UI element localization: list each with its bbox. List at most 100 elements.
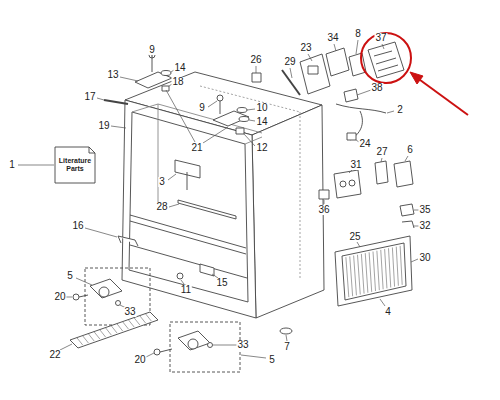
highlight-callout <box>416 77 468 115</box>
callout-number: 11 <box>180 285 192 295</box>
control-parts <box>282 42 404 102</box>
valve-parts <box>402 221 414 228</box>
grille-fins <box>354 256 357 296</box>
highlight-callout <box>410 72 423 84</box>
callout-number: 31 <box>349 160 362 170</box>
leader-lines <box>382 44 384 49</box>
leader-lines <box>18 40 419 358</box>
callout-number: 25 <box>348 232 361 242</box>
screw <box>177 273 183 279</box>
callout-number: 34 <box>326 33 339 43</box>
callout-number: 14 <box>255 117 268 127</box>
evaporator-cover <box>187 172 188 190</box>
callout-number: 30 <box>418 253 431 263</box>
toe-grille-fins <box>77 338 83 346</box>
callout-number: 23 <box>299 43 312 53</box>
valve-parts <box>340 181 346 187</box>
callout-number: 32 <box>418 221 431 231</box>
callout-number: 35 <box>418 205 431 215</box>
roller-assembly <box>79 295 88 297</box>
grille-fins <box>377 251 379 290</box>
leader-lines <box>111 126 126 128</box>
toe-grille-fins <box>77 314 152 346</box>
roller-assembly <box>116 301 121 306</box>
leader-lines <box>169 204 179 207</box>
rear-access-cover <box>335 236 412 306</box>
left-hinge <box>104 52 172 104</box>
control-parts <box>349 53 366 76</box>
callout-number: 3 <box>158 177 166 187</box>
leader-lines <box>387 111 394 113</box>
toe-grille-fins <box>88 334 94 342</box>
toe-grille-fins <box>100 330 106 338</box>
cabinet <box>122 100 256 318</box>
toe-grille-fins <box>82 336 88 344</box>
toe-grille-fins <box>111 326 117 334</box>
roller-assembly <box>90 279 122 298</box>
leader-lines <box>405 156 408 161</box>
callout-number: 21 <box>190 143 203 153</box>
grille-fins <box>358 255 361 295</box>
leader-lines <box>168 174 176 180</box>
leader-lines <box>357 90 371 95</box>
wire-harness <box>336 104 386 140</box>
callout-number: 24 <box>358 139 371 149</box>
left-hinge <box>162 86 169 91</box>
left-hinge <box>161 71 171 76</box>
callout-number: 6 <box>406 145 414 155</box>
callout-number: 2 <box>396 105 404 115</box>
leader-lines <box>249 120 255 121</box>
callout-number: 27 <box>375 147 388 157</box>
grille-fins <box>350 256 353 296</box>
leader-lines <box>380 299 385 306</box>
callout-number: 36 <box>317 205 330 215</box>
leader-lines <box>381 158 382 162</box>
roller-assembly <box>188 339 198 349</box>
leader-lines <box>76 278 92 285</box>
callout-number: 15 <box>215 278 228 288</box>
grille-fins <box>346 246 402 297</box>
callout-number: 19 <box>97 121 110 131</box>
control-parts <box>300 54 330 94</box>
callout-number: 7 <box>283 342 291 352</box>
roller-assembly <box>154 349 160 355</box>
shelf-bar <box>178 200 236 219</box>
grille-fins <box>381 250 383 289</box>
toe-grille-fins <box>122 322 128 330</box>
callout-number: 5 <box>268 355 276 365</box>
callout-number: 8 <box>354 29 362 39</box>
callout-number: 20 <box>53 292 66 302</box>
valve-parts <box>319 133 414 228</box>
roller-assembly <box>170 322 240 372</box>
valve-parts <box>347 133 356 140</box>
callout-number: 28 <box>155 202 168 212</box>
highlight-callout <box>361 33 468 115</box>
roller-assembly <box>160 349 172 352</box>
leader-lines <box>213 345 237 346</box>
callout-number: 1 <box>8 160 16 170</box>
callout-number: 26 <box>249 55 262 65</box>
leader-lines <box>241 355 266 358</box>
callout-number: 37 <box>374 33 387 43</box>
right-hinge <box>217 95 223 101</box>
cabinet <box>252 105 324 318</box>
callout-number: 9 <box>148 45 156 55</box>
toe-grille-fins <box>140 316 146 324</box>
valve-parts <box>334 170 361 198</box>
roller-assembly <box>99 287 109 297</box>
grille-fins <box>361 254 364 294</box>
toe-grille-fins <box>128 320 134 328</box>
cabinet <box>130 215 247 278</box>
grille-fins <box>400 246 402 285</box>
control-parts <box>326 48 349 76</box>
cabinet <box>200 86 300 280</box>
leader-lines <box>247 109 255 110</box>
callout-number: 4 <box>384 307 392 317</box>
evaporator-cover <box>175 160 200 190</box>
drawer-slide <box>118 236 138 246</box>
leader-lines <box>286 335 287 341</box>
leader-lines <box>334 44 336 51</box>
right-hinge <box>213 73 261 134</box>
left-hinge <box>104 100 128 104</box>
literature-booklet <box>89 147 95 153</box>
